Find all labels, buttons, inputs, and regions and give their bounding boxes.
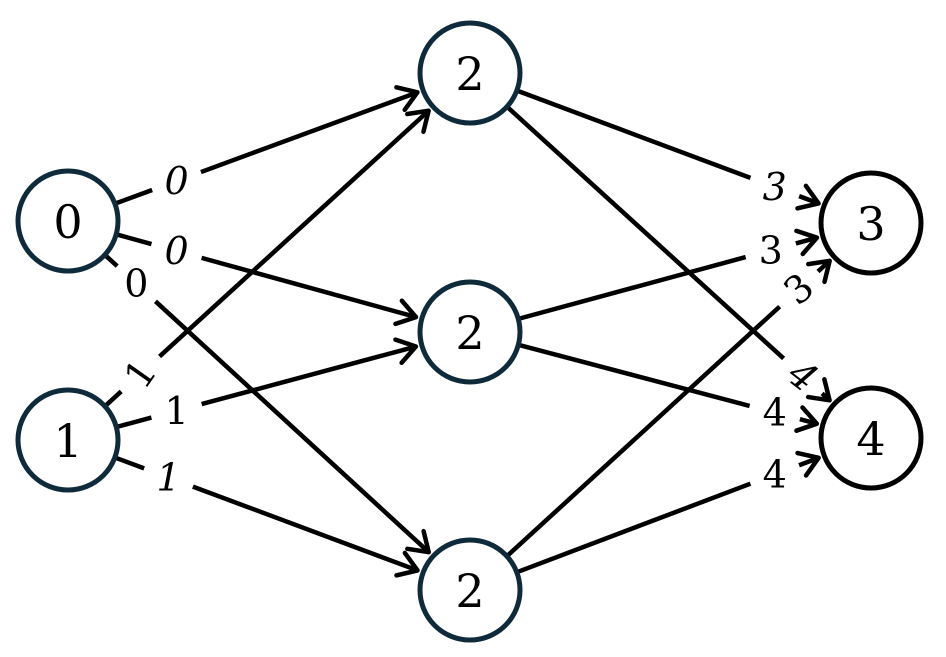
node-circle (417, 279, 523, 385)
arrowhead-icon (794, 405, 820, 433)
edge-segment (158, 109, 431, 359)
edge-label: 1 (164, 389, 188, 433)
edge-segment (517, 89, 752, 180)
arrowhead-icon (394, 85, 420, 113)
edge-segment (506, 304, 782, 557)
edge-m_mid-o3 (519, 228, 820, 321)
edge-label: 4 (763, 452, 787, 496)
node-label: 4 (856, 412, 885, 466)
node-label: 2 (455, 306, 484, 360)
edge-segment (519, 254, 747, 321)
node-label: 0 (53, 195, 82, 249)
edge-n1-m_top (104, 108, 431, 407)
edge-n1-m_bot (115, 456, 420, 578)
edge-n0-m_mid (117, 232, 419, 327)
node-m_mid: 2 (417, 279, 523, 385)
node-n1: 1 (15, 387, 121, 493)
edge-segment (115, 456, 145, 471)
node-circle (818, 385, 924, 491)
edge-n0-m_top (116, 85, 420, 206)
edge-label: 3 (759, 228, 783, 272)
edge-segment (192, 484, 419, 573)
edge-n1-m_mid (117, 337, 419, 429)
edge-segment (201, 344, 417, 407)
node-n0: 0 (15, 168, 121, 274)
arrowhead-icon (795, 183, 821, 211)
node-label: 2 (455, 564, 484, 618)
arrowhead-icon (794, 228, 820, 257)
node-circle (417, 20, 523, 126)
edge-segment (116, 187, 153, 206)
node-circle (818, 170, 924, 276)
edge-label: 0 (124, 262, 148, 306)
node-label: 2 (455, 47, 484, 101)
edge-segment (517, 481, 752, 574)
edge-m_bot-o3 (506, 258, 832, 557)
arrowhead-icon (805, 377, 832, 403)
node-o4: 4 (818, 385, 924, 491)
edge-label: 4 (763, 391, 787, 435)
arrowhead-icon (393, 337, 419, 366)
node-m_top: 2 (417, 20, 523, 126)
node-circle (15, 387, 121, 493)
node-m_bot: 2 (417, 537, 523, 643)
edge-segment (117, 415, 153, 429)
edge-n0-m_bot (104, 254, 431, 555)
edge-segment (200, 90, 419, 175)
arrowhead-icon (806, 258, 832, 285)
edge-segment (117, 232, 153, 247)
arrowhead-icon (795, 450, 821, 478)
node-circle (417, 537, 523, 643)
node-label: 3 (856, 197, 885, 251)
edge-segment (506, 106, 786, 361)
node-label: 1 (53, 414, 82, 468)
nodes-layer: 0 1 2 2 2 3 4 (15, 20, 924, 643)
arrowhead-icon (394, 550, 420, 578)
arrowhead-icon (393, 298, 419, 327)
arrowhead-icon (405, 528, 431, 555)
arrowhead-icon (405, 108, 431, 135)
node-o3: 3 (818, 170, 924, 276)
edge-m_top-o3 (517, 89, 821, 211)
edge-label: 0 (164, 229, 188, 273)
edge-label: 1 (115, 351, 165, 396)
edge-label: 0 (164, 159, 188, 203)
edge-m_top-o4 (506, 106, 832, 403)
edge-m_bot-o4 (517, 450, 821, 574)
edges-layer (104, 85, 832, 578)
edge-label: 1 (156, 456, 180, 500)
edge-segment (201, 255, 417, 320)
node-circle (15, 168, 121, 274)
edge-label: 3 (763, 165, 787, 209)
edge-segment (104, 254, 119, 268)
edge-segment (519, 343, 751, 409)
edge-segment (153, 299, 431, 554)
edge-segment (104, 389, 123, 407)
edge-m_mid-o4 (519, 343, 820, 433)
